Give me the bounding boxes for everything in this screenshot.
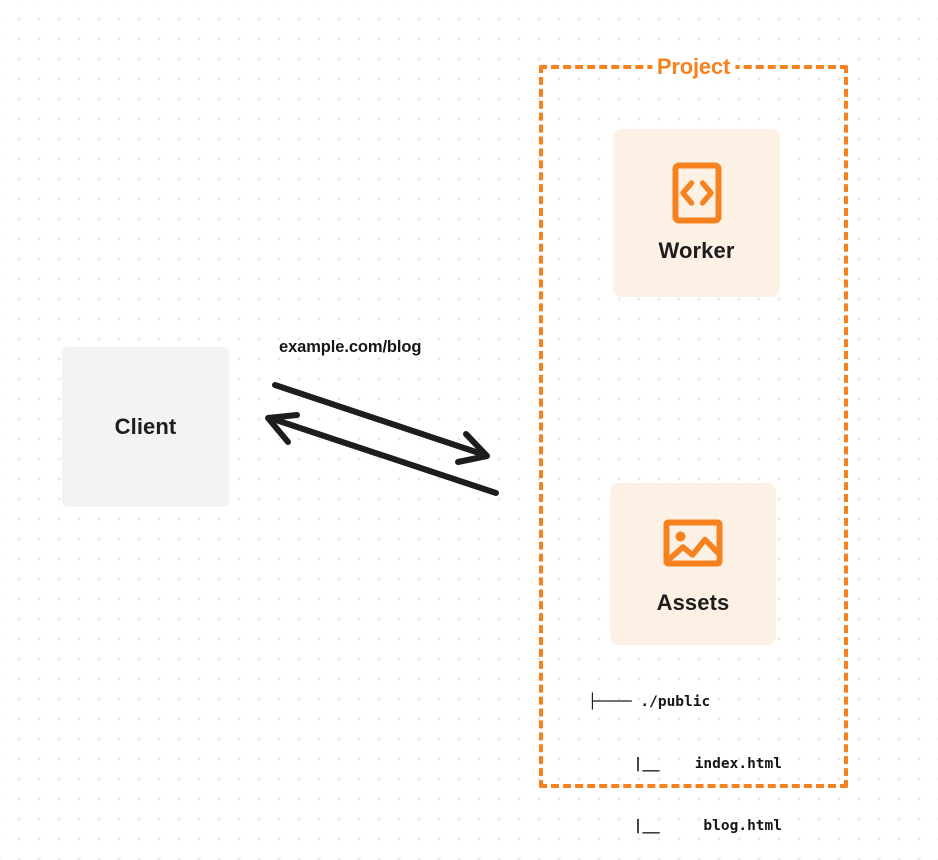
- client-node[interactable]: Client: [62, 347, 229, 507]
- image-icon: [663, 519, 723, 567]
- assets-label: Assets: [656, 590, 730, 615]
- response-arrow: [265, 412, 499, 496]
- client-label: Client: [114, 414, 177, 439]
- assets-node[interactable]: Assets: [610, 483, 776, 645]
- project-group-title: Project: [651, 54, 736, 80]
- assets-file-tree: ├──── ./public |__ index.html |__ blog.h…: [588, 650, 782, 860]
- file-tree-line: ├──── ./public: [588, 693, 711, 710]
- edge-label-url: example.com/blog: [279, 338, 422, 356]
- project-group: Project: [539, 54, 848, 788]
- worker-label: Worker: [658, 238, 735, 263]
- file-tree-line: |__ blog.html: [633, 818, 782, 835]
- file-tree-line: |__ index.html: [633, 755, 782, 772]
- code-brackets-icon: [672, 162, 721, 224]
- worker-node[interactable]: Worker: [613, 129, 780, 297]
- request-arrow: [272, 382, 490, 465]
